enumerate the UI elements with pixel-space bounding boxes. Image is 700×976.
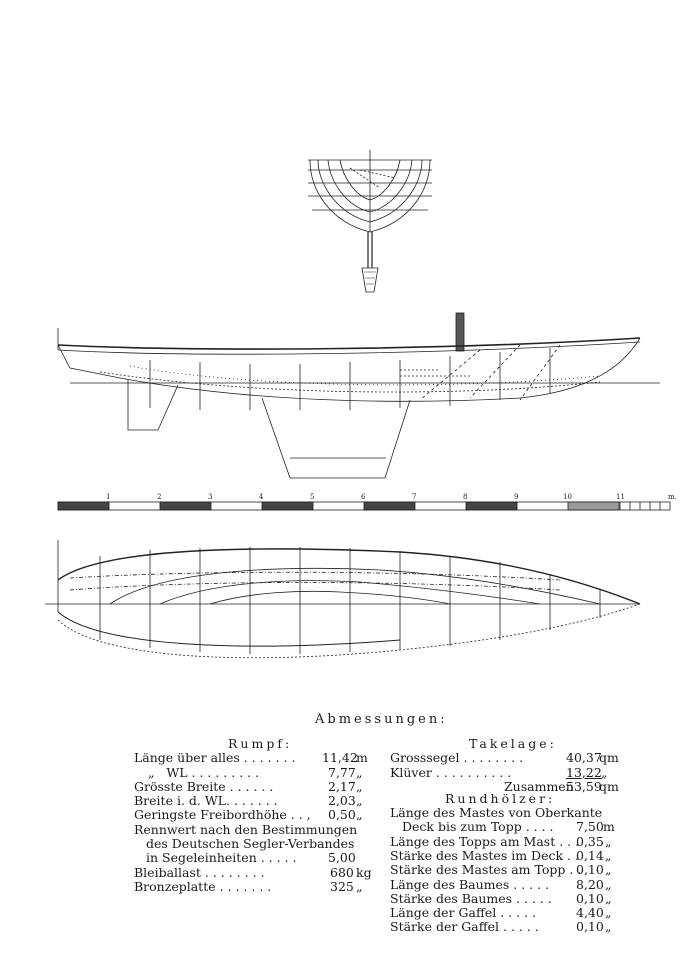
row-label: Stärke der Gaffel . . . . .: [390, 919, 539, 934]
rennwert-line: des Deutschen Segler-Verbandes: [146, 836, 355, 851]
row-label: Stärke des Mastes im Deck . .: [390, 848, 579, 863]
row-unit: „: [356, 779, 363, 794]
takelage-heading: Takelage:: [469, 736, 557, 751]
row-label: Bronzeplatte . . . . . . .: [134, 879, 272, 894]
scale-tick-label: 10: [563, 493, 572, 501]
row-value: 0,10: [576, 891, 604, 906]
row-value: 325: [330, 879, 354, 894]
row-unit: „: [356, 765, 363, 780]
rennwert-line: Rennwert nach den Bestimmungen: [134, 822, 358, 837]
scale-tick-label: 4: [259, 493, 264, 501]
row-label: Stärke des Mastes am Topp . .: [390, 862, 582, 877]
row-unit: „: [356, 807, 363, 822]
row-value: 8,20: [576, 877, 604, 892]
row-value: 0,14: [576, 848, 604, 863]
row-unit: „: [605, 848, 612, 863]
scale-tick-label: 8: [463, 493, 468, 501]
row-unit: „: [356, 793, 363, 808]
row-value: 680: [330, 865, 354, 880]
scale-unit-label: m.: [668, 493, 677, 501]
row-label: Länge des Topps am Mast . . .: [390, 834, 580, 849]
scale-tick-label: 11: [616, 493, 625, 501]
row-label: Breite i. d. WL. . . . . . .: [134, 793, 278, 808]
row-unit: „: [605, 862, 612, 877]
row-label: Stärke des Baumes . . . . .: [390, 891, 552, 906]
scale-tick-label: 5: [310, 493, 315, 501]
mast-unit: m: [603, 819, 615, 834]
row-label: „ WL . . . . . . . . .: [148, 765, 260, 780]
sheer-plan: [57, 312, 660, 479]
mast-value: 7,50: [576, 819, 604, 834]
row-label: Klüver . . . . . . . . . .: [390, 765, 512, 780]
row-unit: „: [601, 765, 608, 780]
row-label: Länge des Baumes . . . . .: [390, 877, 550, 892]
row-value: 2,03: [328, 793, 356, 808]
mast-line: Länge des Mastes von Oberkante: [390, 805, 603, 820]
mast-line: Deck bis zum Topp . . . .: [402, 819, 554, 834]
row-value: 0,10: [576, 919, 604, 934]
row-value: 0,50: [328, 807, 356, 822]
scale-tick-label: 2: [157, 493, 162, 501]
row-value: 40,37: [566, 750, 602, 765]
row-label: Länge über alles . . . . . . .: [134, 750, 296, 765]
scale-bar: [57, 501, 671, 511]
scale-tick-label: 1: [106, 493, 111, 501]
scale-tick-label: 7: [412, 493, 417, 501]
row-label: Bleiballast . . . . . . . .: [134, 865, 265, 880]
row-value: 0,35: [576, 834, 604, 849]
row-unit: „: [605, 891, 612, 906]
dimensions-title: Abmessungen:: [315, 712, 448, 727]
rennwert-value: 5,00: [328, 850, 356, 865]
row-unit: „: [605, 877, 612, 892]
rundhoelzer-heading: Rundhölzer:: [445, 791, 556, 806]
row-value: 13,22: [566, 765, 602, 780]
row-value: 7,77: [328, 765, 356, 780]
total-label: Zusammen: [504, 779, 574, 794]
row-value: 2,17: [328, 779, 356, 794]
row-unit: „: [605, 919, 612, 934]
row-unit: „: [605, 834, 612, 849]
rumpf-heading: Rumpf:: [228, 736, 293, 751]
row-label: Länge der Gaffel . . . . .: [390, 905, 536, 920]
row-value: 4,40: [576, 905, 604, 920]
row-unit: qm: [599, 750, 619, 765]
row-unit: „: [356, 879, 363, 894]
total-unit: qm: [599, 779, 619, 794]
row-unit: m: [356, 750, 368, 765]
row-label: Grösste Breite . . . . . .: [134, 779, 274, 794]
row-label: Geringste Freibordhöhe . . ,: [134, 807, 311, 822]
scale-tick-label: 9: [514, 493, 519, 501]
body-plan: [308, 150, 432, 293]
rennwert-line: in Segeleinheiten . . . . .: [146, 850, 297, 865]
total-value: 53,59: [566, 779, 602, 794]
row-value: 11,42: [322, 750, 358, 765]
row-unit: kg: [356, 865, 372, 880]
row-label: Grosssegel . . . . . . . .: [390, 750, 524, 765]
row-value: 0,10: [576, 862, 604, 877]
row-unit: „: [605, 905, 612, 920]
scale-tick-label: 3: [208, 493, 213, 501]
half-breadth-plan: [45, 540, 641, 659]
scale-tick-label: 6: [361, 493, 366, 501]
